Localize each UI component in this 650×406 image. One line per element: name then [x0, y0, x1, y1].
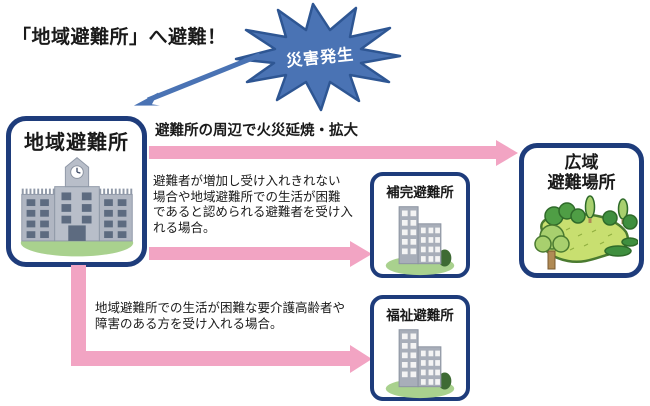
wide-area-site-box: 広域 避難場所 — [519, 143, 644, 278]
local-shelter-box: 地域避難所 — [6, 116, 147, 267]
local-shelter-title: 地域避難所 — [24, 132, 129, 154]
evacuation-guide-arrow-icon — [120, 46, 270, 112]
supplementary-shelter-box: 補完避難所 — [370, 172, 470, 278]
welfare-note: 地域避難所での生活が困難な要介護高齢者や 障害のある方を受け入れる場合。 — [95, 301, 346, 331]
welfare-shelter-title: 福祉避難所 — [386, 308, 454, 323]
arrow-to-welfare-vertical — [71, 265, 86, 366]
arrow-to-wide-area-head-icon — [496, 140, 518, 166]
arrow-to-supplementary — [149, 247, 350, 260]
supplementary-note: 避難者が増加し受け入れきれない 場合や地域避難所での生活が困難 であると認められ… — [153, 174, 353, 235]
arrow-to-welfare — [71, 351, 350, 366]
welfare-shelter-box: 福祉避難所 — [370, 295, 470, 401]
arrow-to-wide-area — [149, 146, 496, 159]
page-title: 「地域避難所」へ避難！ — [12, 27, 227, 48]
starburst-shape — [234, 2, 402, 112]
supplementary-shelter-title: 補完避難所 — [386, 185, 454, 200]
office-building-illustration — [385, 206, 455, 276]
office-building-illustration — [385, 329, 455, 399]
wide-area-site-title: 広域 避難場所 — [547, 153, 616, 193]
arrow-to-welfare-head-icon — [350, 345, 372, 373]
school-illustration — [20, 156, 133, 257]
fire-spread-label: 避難所の周辺で火災延焼・拡大 — [155, 123, 358, 139]
arrow-to-supplementary-head-icon — [350, 241, 372, 267]
disaster-burst-icon — [233, 2, 405, 114]
park-illustration — [533, 195, 638, 270]
